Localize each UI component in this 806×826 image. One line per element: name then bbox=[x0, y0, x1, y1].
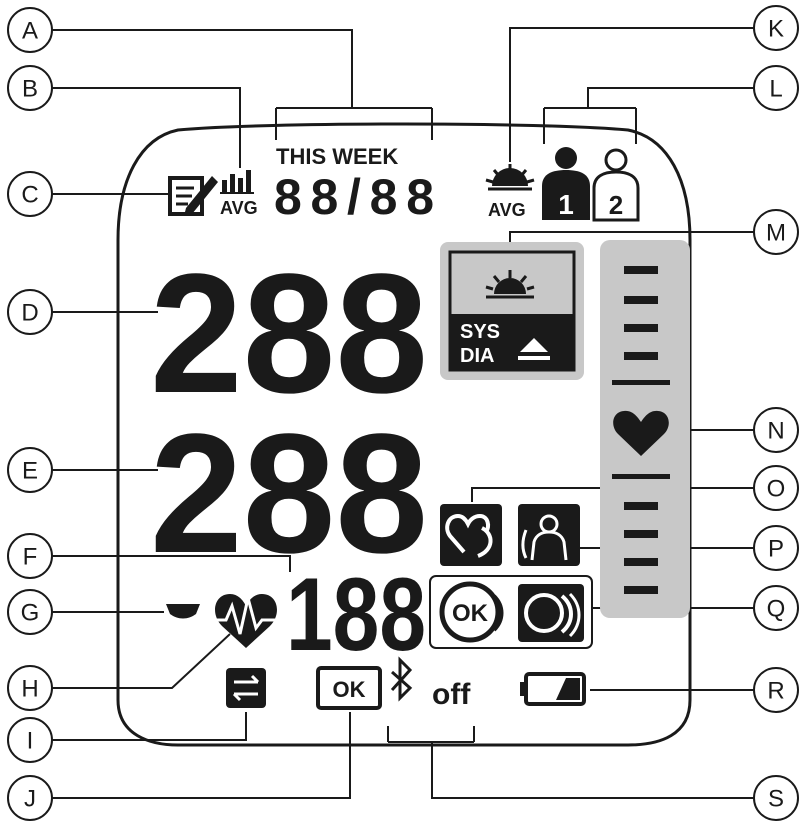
irregular-heartbeat-icon bbox=[440, 504, 502, 566]
svg-text:M: M bbox=[766, 220, 786, 247]
svg-text:D: D bbox=[21, 300, 38, 327]
diastolic-digits: 288 bbox=[150, 399, 428, 589]
user-1-icon: 1 bbox=[542, 147, 590, 220]
callout-i: I bbox=[7, 717, 53, 763]
svg-text:H: H bbox=[21, 676, 38, 703]
systolic-display: 288 bbox=[150, 239, 428, 429]
this-week-label: THIS WEEK bbox=[276, 144, 398, 169]
pulse-digits: 188 bbox=[286, 557, 426, 673]
pulse-bar-icon bbox=[600, 240, 690, 618]
svg-text:G: G bbox=[21, 600, 40, 627]
svg-text:F: F bbox=[23, 544, 38, 571]
svg-text:R: R bbox=[767, 678, 784, 705]
avg-label-right: AVG bbox=[488, 200, 526, 220]
pulse-heart-icon bbox=[214, 594, 278, 648]
svg-text:B: B bbox=[22, 76, 38, 103]
svg-text:OK: OK bbox=[333, 677, 366, 702]
morning-avg-icon: AVG bbox=[485, 164, 535, 220]
callout-o: O bbox=[753, 465, 799, 511]
svg-text:A: A bbox=[22, 18, 38, 45]
callout-m: M bbox=[753, 209, 799, 255]
user-2-icon: 2 bbox=[592, 148, 640, 222]
callout-p: P bbox=[753, 525, 799, 571]
bluetooth-off-label: off bbox=[432, 678, 471, 711]
svg-text:S: S bbox=[768, 786, 784, 813]
callout-a: A bbox=[7, 7, 53, 53]
svg-text:L: L bbox=[769, 76, 782, 103]
lcd-outline bbox=[116, 122, 692, 747]
callout-d: D bbox=[7, 289, 53, 335]
callout-q: Q bbox=[753, 585, 799, 631]
callout-l: L bbox=[753, 65, 799, 111]
transfer-icon bbox=[226, 668, 266, 708]
svg-text:J: J bbox=[24, 786, 36, 813]
svg-text:N: N bbox=[767, 418, 784, 445]
svg-text:C: C bbox=[21, 182, 38, 209]
svg-text:E: E bbox=[22, 458, 38, 485]
svg-text:K: K bbox=[768, 16, 784, 43]
svg-text:Q: Q bbox=[767, 596, 786, 623]
callout-j: J bbox=[7, 775, 53, 821]
avg-label-left: AVG bbox=[220, 198, 258, 218]
callout-h: H bbox=[7, 665, 53, 711]
battery-low-icon bbox=[520, 672, 586, 706]
callout-b: B bbox=[7, 65, 53, 111]
heart-icon bbox=[613, 410, 669, 456]
svg-text:2: 2 bbox=[609, 190, 623, 220]
systolic-digits: 288 bbox=[150, 239, 428, 429]
svg-text:I: I bbox=[27, 728, 34, 755]
dia-label: DIA bbox=[460, 345, 494, 367]
callout-n: N bbox=[753, 407, 799, 453]
week-digits: 88/88 bbox=[274, 169, 434, 225]
svg-text:1: 1 bbox=[558, 189, 574, 220]
pulse-indicator-bar bbox=[166, 604, 200, 619]
cuff-indicator-group: OK bbox=[429, 575, 593, 649]
svg-text:P: P bbox=[768, 536, 784, 563]
triangle-up-icon bbox=[520, 338, 548, 352]
ok-badge-icon: OK bbox=[316, 666, 382, 710]
diastolic-display: 288 bbox=[150, 399, 428, 589]
callout-g: G bbox=[7, 589, 53, 635]
body-movement-icon bbox=[518, 504, 580, 566]
morning-hypertension-panel: SYS DIA bbox=[440, 242, 584, 380]
callout-c: C bbox=[7, 171, 53, 217]
callout-e: E bbox=[7, 447, 53, 493]
callout-s: S bbox=[753, 775, 799, 821]
memo-pencil-icon bbox=[168, 176, 218, 216]
callout-f: F bbox=[7, 533, 53, 579]
svg-text:OK: OK bbox=[452, 600, 489, 627]
cuff-ok-icon: OK bbox=[439, 581, 504, 643]
callout-r: R bbox=[753, 667, 799, 713]
cuff-loose-icon bbox=[518, 584, 584, 642]
sys-label: SYS bbox=[460, 321, 500, 343]
bluetooth-icon bbox=[390, 656, 413, 702]
svg-text:O: O bbox=[767, 476, 786, 503]
bar-chart-avg-icon: AVG bbox=[220, 170, 258, 218]
callout-k: K bbox=[753, 5, 799, 51]
